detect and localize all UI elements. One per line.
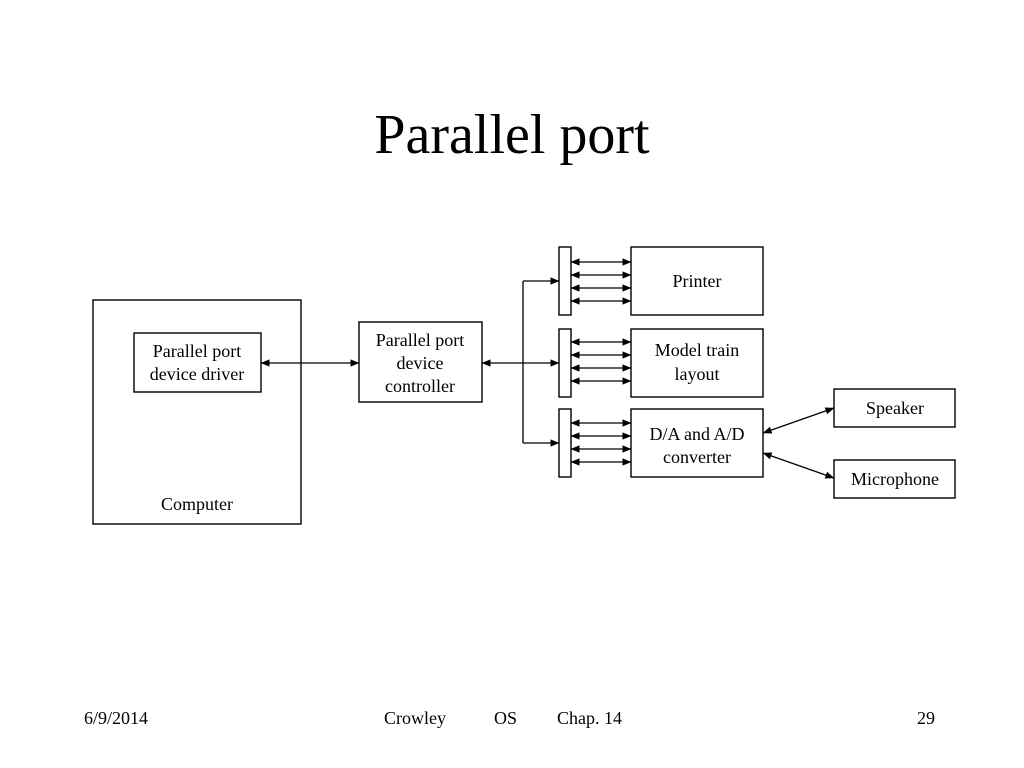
controller-label-line-1: Parallel port [376,330,464,350]
model-train-box: Model train layout [630,328,764,398]
printer-box: Printer [630,246,764,316]
printer-label: Printer [673,271,722,291]
footer-center: Crowley OS Chap. 14 [384,708,622,729]
converter-connector [558,408,572,478]
model-train-connector [558,328,572,398]
converter-label-line-2: converter [663,447,731,467]
slide-title: Parallel port [374,104,650,166]
converter-box: D/A and A/D converter [630,408,764,478]
driver-label-line-2: device driver [150,364,244,384]
converter-label-line-1: D/A and A/D [649,424,744,444]
controller-label-line-2: device [397,353,444,373]
speaker-box: Speaker [833,388,956,428]
converter-microphone-link [762,452,835,479]
model-train-label-line-2: layout [675,364,720,384]
microphone-label: Microphone [851,469,939,489]
computer-label: Computer [161,494,233,514]
converter-speaker-link [762,407,835,434]
footer-date: 6/9/2014 [84,708,149,728]
footer-author: Crowley [384,708,446,728]
device-controller-box: Parallel port device controller [358,321,483,403]
footer-chapter: Chap. 14 [557,708,623,728]
footer-page-number: 29 [917,708,935,728]
printer-data-lines [570,258,632,305]
microphone-box: Microphone [833,459,956,499]
model-train-label-line-1: Model train [655,340,739,360]
converter-data-lines [570,419,632,466]
device-driver-box: Parallel port device driver [133,332,262,393]
speaker-label: Speaker [866,398,924,418]
driver-label-line-1: Parallel port [153,341,241,361]
controller-label-line-3: controller [385,376,455,396]
printer-connector [558,246,572,316]
footer-course: OS [494,708,518,728]
model-train-data-lines [570,338,632,385]
